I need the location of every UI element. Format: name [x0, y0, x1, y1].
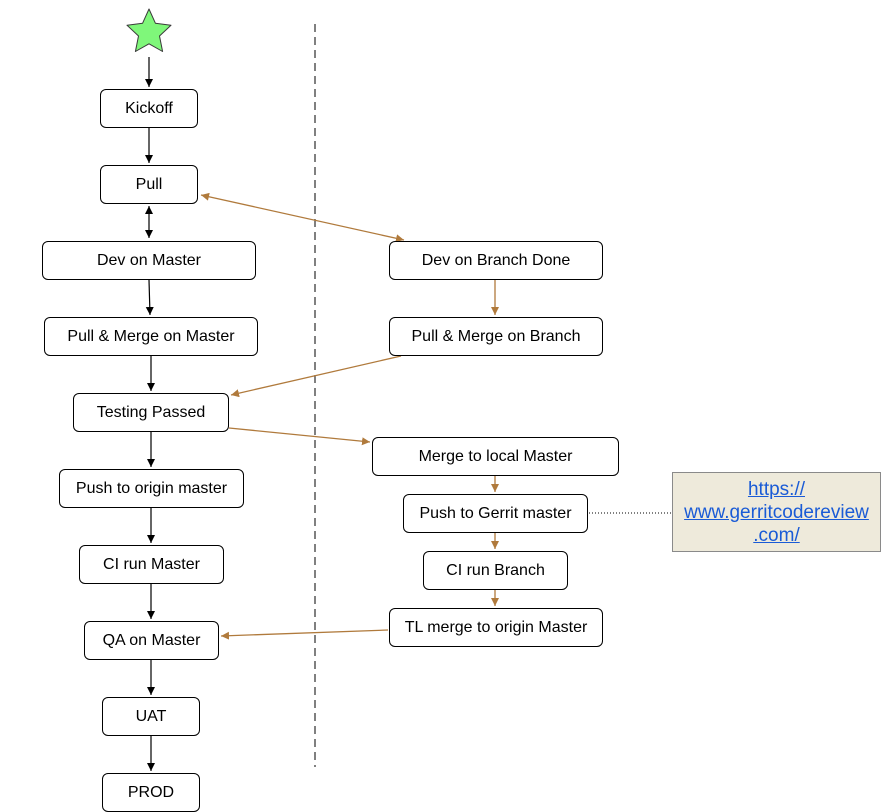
edge-pull-dev-branch: [200, 192, 405, 243]
node-ci-run-branch[interactable]: CI run Branch: [423, 551, 568, 590]
node-tl-merge-origin[interactable]: TL merge to origin Master: [389, 608, 603, 647]
node-merge-local-master[interactable]: Merge to local Master: [372, 437, 619, 476]
edge-tl-merge-qa: [220, 629, 389, 640]
node-dev-on-master[interactable]: Dev on Master: [42, 241, 256, 280]
node-prod[interactable]: PROD: [102, 773, 200, 812]
node-push-gerrit-master[interactable]: Push to Gerrit master: [403, 494, 588, 533]
node-pull-merge-master[interactable]: Pull & Merge on Master: [44, 317, 258, 356]
node-uat[interactable]: UAT: [102, 697, 200, 736]
node-push-origin-master[interactable]: Push to origin master: [59, 469, 244, 508]
node-pull-merge-branch[interactable]: Pull & Merge on Branch: [389, 317, 603, 356]
edge-dev-master-pull-merge: [145, 279, 154, 316]
node-dev-on-branch-done[interactable]: Dev on Branch Done: [389, 241, 603, 280]
node-qa-on-master[interactable]: QA on Master: [84, 621, 219, 660]
gerrit-note: https:// www.gerritcodereview .com/: [672, 472, 881, 552]
node-ci-run-master[interactable]: CI run Master: [79, 545, 224, 584]
node-pull[interactable]: Pull: [100, 165, 198, 204]
star-icon: [126, 8, 172, 52]
gerrit-link[interactable]: https:// www.gerritcodereview .com/: [684, 478, 869, 546]
node-kickoff[interactable]: Kickoff: [100, 89, 198, 128]
edge-testing-merge-local: [228, 427, 371, 446]
node-testing-passed[interactable]: Testing Passed: [73, 393, 229, 432]
edge-pull-merge-branch-testing: [230, 355, 402, 398]
